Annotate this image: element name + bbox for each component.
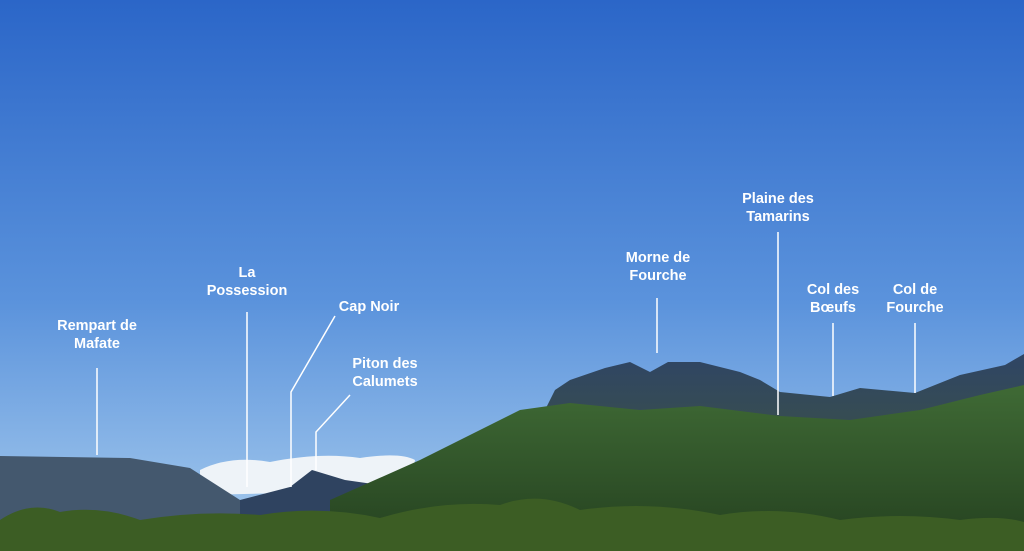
label-line: Piton des [352,356,418,372]
foreground-trees [0,498,1024,551]
label-line: Calumets [352,374,418,390]
leader-lines [96,232,916,487]
label-line: Tamarins [746,209,810,225]
label-rempart-de-mafate: Rempart de Mafate [57,317,137,353]
label-line: Plaine des [742,191,814,207]
label-line: Col des [806,282,860,298]
label-line: Bœufs [810,300,856,316]
label-line: Morne de [625,250,691,266]
label-line: Fourche [629,268,687,284]
label-cap-noir: Cap Noir [339,298,399,316]
label-line: Mafate [74,336,120,352]
label-line: Fourche [886,300,944,316]
label-line: Cap Noir [338,299,400,315]
label-line: Possession [206,283,288,299]
label-morne-de-fourche: Morne de Fourche [626,249,690,285]
label-col-de-fourche: Col de Fourche [886,281,943,317]
label-line: Rempart de [57,318,137,334]
label-line: La [238,265,256,281]
label-line: Col de [892,282,938,298]
